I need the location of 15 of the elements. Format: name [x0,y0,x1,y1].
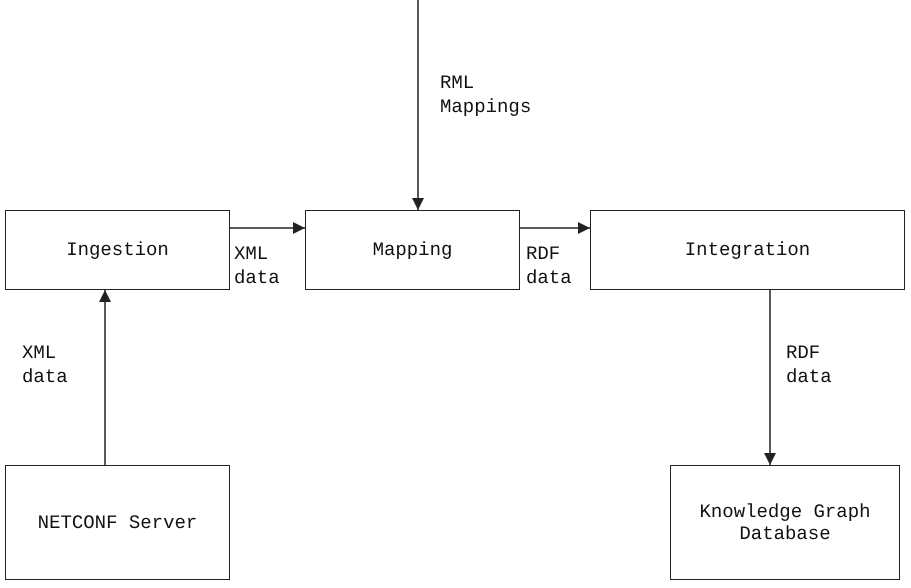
arrow [764,290,776,465]
process-box [670,465,900,580]
box-label: NETCONF Server [36,512,198,534]
arrow [230,222,305,234]
process-box [305,210,520,290]
box-label: Integration [684,239,812,261]
box-label: Mapping [372,239,454,261]
process-box [5,210,230,290]
process-box [5,465,230,580]
box-label: Knowledge Graph Database [698,500,872,544]
box-label: Ingestion [65,239,170,261]
arrow [520,222,590,234]
arrow [412,0,424,210]
process-box [590,210,905,290]
arrow [99,290,111,465]
